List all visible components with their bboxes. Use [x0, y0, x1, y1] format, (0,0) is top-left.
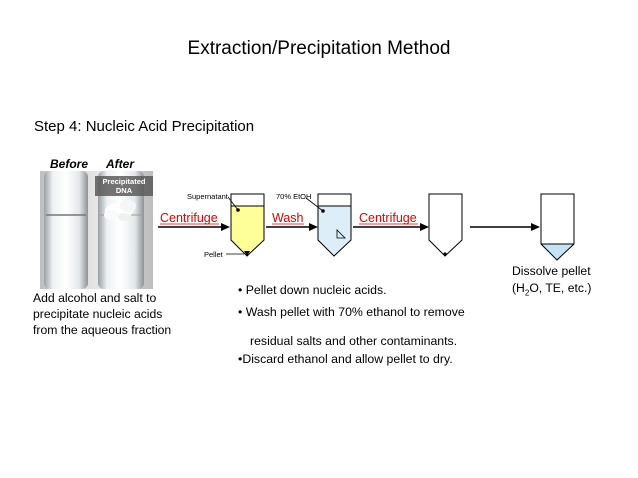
left-caption-line: Add alcohol and salt to	[33, 291, 157, 305]
bullet-item: • Wash pellet with 70% ethanol to remove	[238, 305, 465, 319]
tube-dissolved	[540, 193, 575, 261]
left-caption-line: precipitate nucleic acids	[33, 307, 163, 321]
before-label: Before	[50, 157, 89, 171]
dissolve-line-1: Dissolve pellet	[512, 264, 591, 278]
bullet-dot-icon: •	[238, 305, 246, 319]
precipitated-label: Precipitated	[103, 177, 146, 186]
centrifuge-label: Centrifuge	[359, 211, 417, 225]
left-caption-line: from the aqueous fraction	[33, 323, 172, 337]
dissolve-line-2: (H2O, TE, etc.)	[512, 281, 592, 298]
bullet-item: •Discard ethanol and allow pellet to dry…	[238, 352, 453, 366]
test-tubes-image: Precipitated DNA	[40, 171, 153, 289]
arrow-wash: Wash	[266, 211, 318, 231]
supernatant-pointer	[227, 196, 239, 211]
tube-supernatant	[230, 193, 265, 257]
tube-ethanol-wash	[317, 193, 352, 257]
dna-precipitate	[104, 200, 136, 221]
wash-label: Wash	[272, 211, 304, 225]
pellet-label: Pellet	[204, 250, 224, 259]
etoh-label: 70% EtOH	[276, 192, 311, 201]
centrifuge-label: Centrifuge	[160, 211, 218, 225]
bullet-item-continuation: residual salts and other contaminants.	[250, 334, 458, 348]
tube-empty	[428, 193, 463, 257]
arrow-dissolve	[470, 223, 540, 231]
dna-label: DNA	[116, 186, 133, 195]
arrow-centrifuge-1: Centrifuge	[158, 211, 230, 231]
supernatant-label: Supernatant	[187, 192, 229, 201]
bullet-dot-icon: •	[238, 352, 243, 366]
bullet-dot-icon: •	[238, 283, 246, 297]
after-label: After	[106, 157, 135, 171]
left-caption: Add alcohol and salt to precipitate nucl…	[33, 290, 171, 338]
arrow-centrifuge-2: Centrifuge	[353, 211, 429, 231]
etoh-pointer	[305, 197, 324, 212]
bullet-item: • Pellet down nucleic acids.	[238, 283, 387, 297]
dissolve-caption: Dissolve pellet (H2O, TE, etc.)	[512, 263, 591, 301]
test-tubes-photo: Precipitated DNA	[40, 171, 153, 289]
step-heading: Step 4: Nucleic Acid Precipitation	[34, 118, 255, 135]
page-title: Extraction/Precipitation Method	[187, 38, 451, 59]
